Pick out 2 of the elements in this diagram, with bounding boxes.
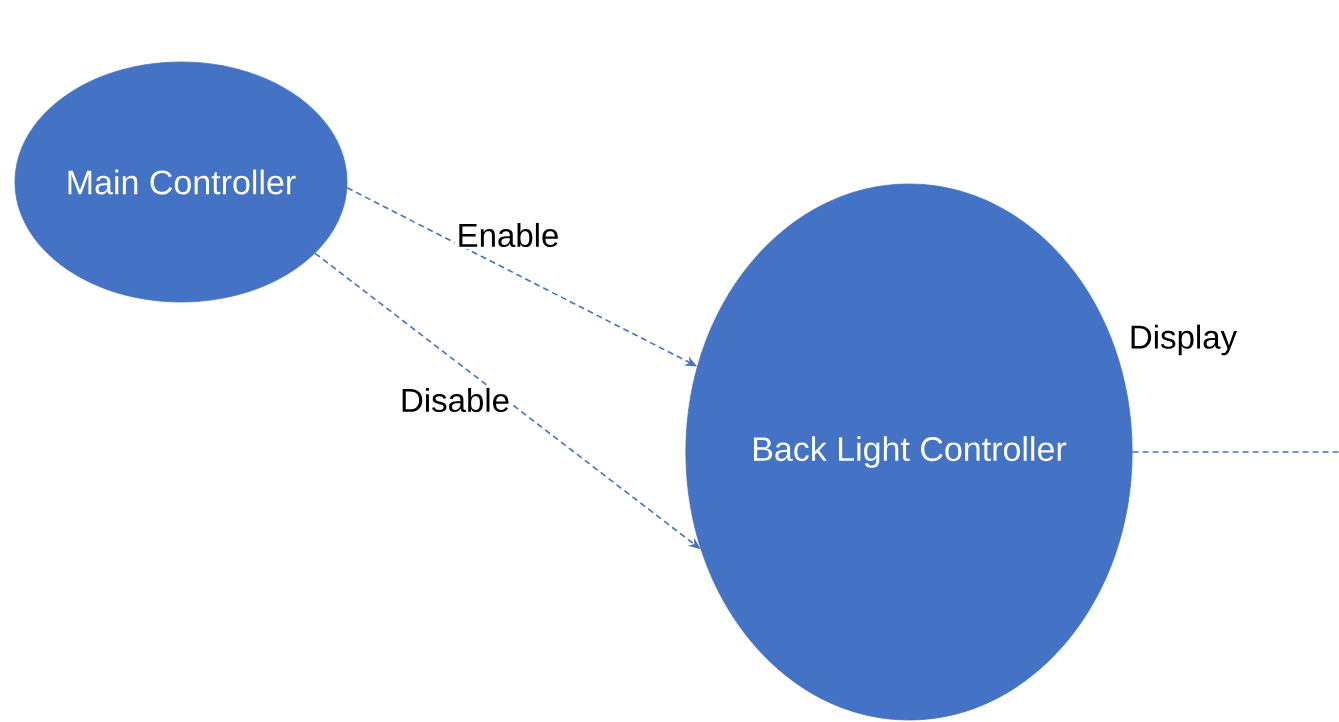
edge-label: Enable (454, 220, 562, 250)
edge-label: Disable (398, 385, 513, 415)
